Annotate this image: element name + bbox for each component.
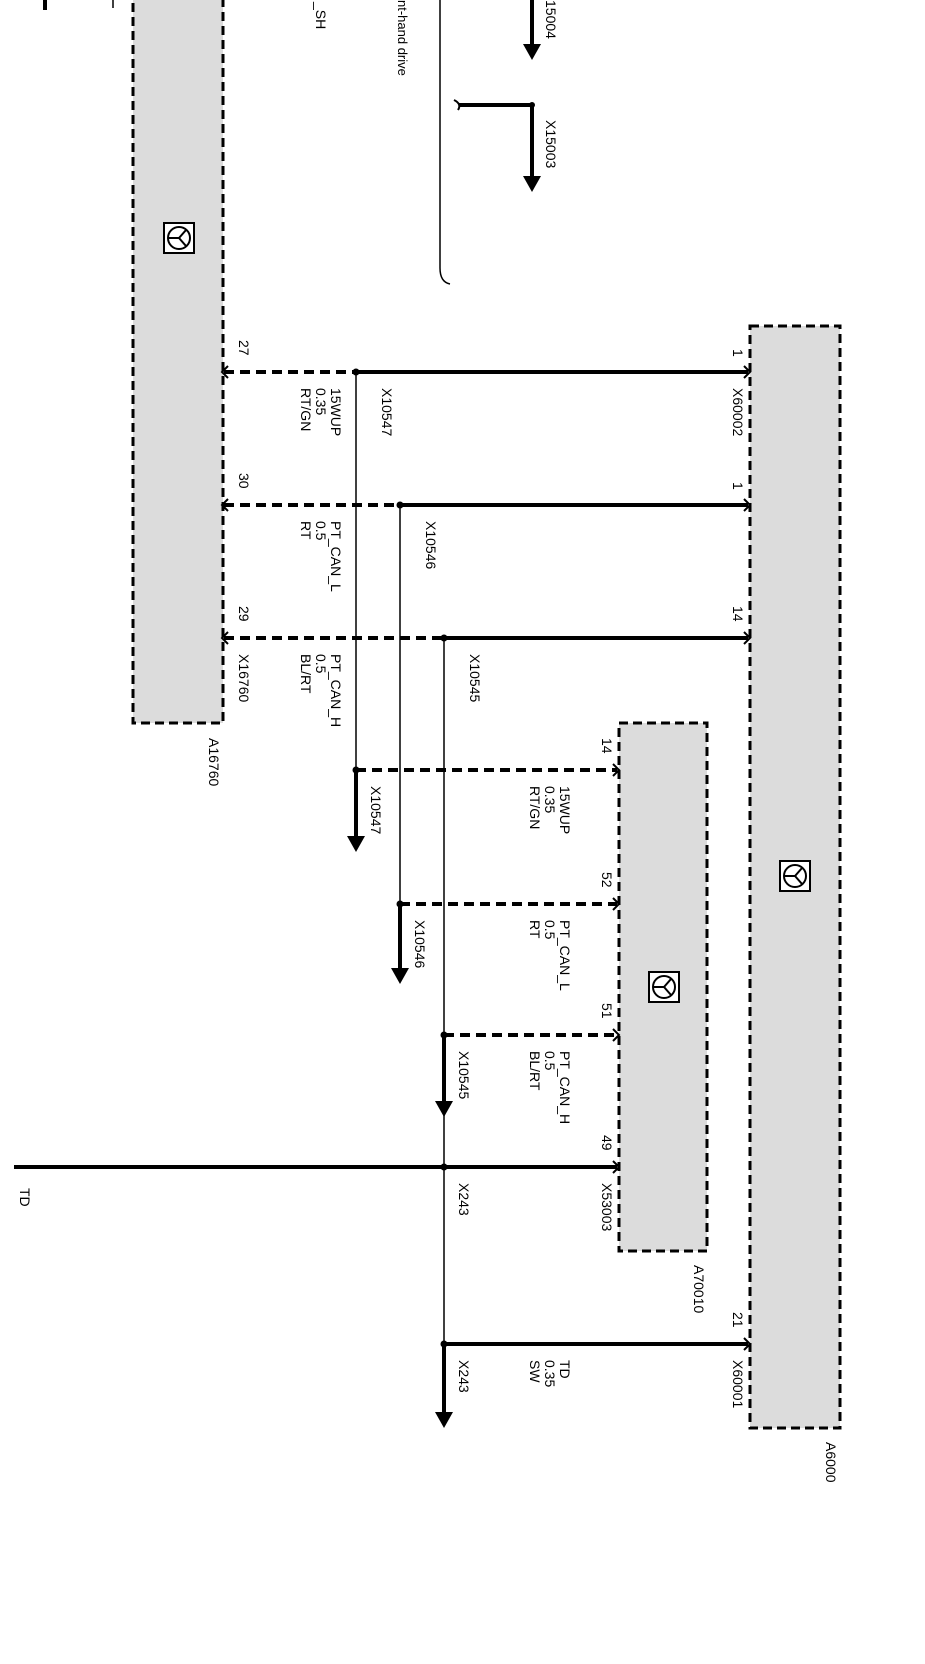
module-symbol-icon xyxy=(648,971,680,1003)
connector-x16760-label: X16760 xyxy=(236,654,252,702)
wire-ptcanh-name: PT_CAN_H xyxy=(328,654,344,727)
connector-markers xyxy=(220,365,752,1351)
connector-x53003-label: X53003 xyxy=(599,1183,615,1231)
wire-td-gauge: 0.35 xyxy=(542,1360,558,1387)
splice-x10545-b-label: X10545 xyxy=(456,1051,472,1099)
arrow-down-icon xyxy=(435,1101,453,1117)
wire-ptcanh-color: BL/RT xyxy=(298,654,314,694)
splice-x243-b-label: X243 xyxy=(456,1360,472,1393)
pin-a6000-21: 21 xyxy=(730,1312,746,1328)
wire-td-name: TD xyxy=(557,1360,573,1379)
pin-a16760-27: 27 xyxy=(236,340,252,356)
module-symbol-icon xyxy=(779,860,811,892)
wire-ptcanl-b-gauge: 0.5 xyxy=(542,920,558,940)
splice-x15003-label: X15003 xyxy=(543,120,559,168)
wire-15wup-name: 15WUP xyxy=(328,388,344,436)
splice-x10545-label: X10545 xyxy=(467,654,483,702)
splice-x10546-label: X10546 xyxy=(423,521,439,569)
wire-ptcanl-b-name: PT_CAN_L xyxy=(557,920,573,991)
wire-ptcanh-b-name: PT_CAN_H xyxy=(557,1051,573,1124)
splice-dot xyxy=(529,102,535,108)
connector-x60001-label: X60001 xyxy=(730,1360,746,1408)
arrow-down-icon xyxy=(523,176,541,192)
pin-a16760-30: 30 xyxy=(236,473,252,489)
pin-a6000-14: 14 xyxy=(730,606,746,622)
wire-ptcanl-b-color: RT xyxy=(527,920,543,939)
wire-15wup-b-color: RT/GN xyxy=(527,786,543,829)
wire-ptcanh-gauge: 0.5 xyxy=(313,654,329,674)
pin-a70010-52: 52 xyxy=(599,872,615,888)
wire-15wup-gauge: 0.35 xyxy=(313,388,329,415)
connector-x60002-label: X60002 xyxy=(730,388,746,436)
wire-15wup-b-gauge: 0.35 xyxy=(542,786,558,813)
wire-ptcanl-name: PT_CAN_L xyxy=(328,521,344,592)
module-a16760-label: A16760 xyxy=(206,738,222,786)
module-a16760-box xyxy=(131,0,225,725)
wire-15wup-color: RT/GN xyxy=(298,388,314,431)
wire-x15003-branch xyxy=(459,103,534,178)
pin-a16760-29: 29 xyxy=(236,606,252,622)
splice-x10547-label: X10547 xyxy=(379,388,395,436)
pin-a70010-51: 51 xyxy=(599,1003,615,1019)
module-a6000-label: A6000 xyxy=(823,1442,839,1483)
arrow-down-icon xyxy=(435,1412,453,1428)
splice-x10547-b-label: X10547 xyxy=(368,786,384,834)
fragment-drive-label: nt-hand drive xyxy=(395,0,410,76)
bracket xyxy=(439,0,451,285)
wire-ptcanh-b-color: BL/RT xyxy=(527,1051,543,1091)
wire-ptcanl-color: RT xyxy=(298,521,314,540)
pin-a6000-1b: 1 xyxy=(730,482,746,490)
pin-a6000-1a: 1 xyxy=(730,349,746,357)
module-symbol-icon xyxy=(163,222,195,254)
wire-td-color: SW xyxy=(527,1360,543,1383)
wire-ptcanh-b-gauge: 0.5 xyxy=(542,1051,558,1071)
splice-x10546-b-label: X10546 xyxy=(412,920,428,968)
pin-a70010-49: 49 xyxy=(599,1135,615,1151)
splice-x243-label: X243 xyxy=(456,1183,472,1216)
splice-15004-label: 15004 xyxy=(543,0,559,39)
pin-a70010-14: 14 xyxy=(599,738,615,754)
wire-tilde xyxy=(453,99,461,111)
fragment-sh-label: _SH xyxy=(313,1,329,29)
arrow-down-icon xyxy=(523,44,541,60)
module-a70010-label: A70010 xyxy=(691,1265,707,1313)
arrow-down-icon xyxy=(391,968,409,984)
fragment-td-label: TD xyxy=(17,1188,33,1207)
splice-dot xyxy=(440,1163,448,1171)
wire-15wup-b-name: 15WUP xyxy=(557,786,573,834)
arrow-down-icon xyxy=(347,836,365,852)
wire-ptcanl-gauge: 0.5 xyxy=(313,521,329,541)
